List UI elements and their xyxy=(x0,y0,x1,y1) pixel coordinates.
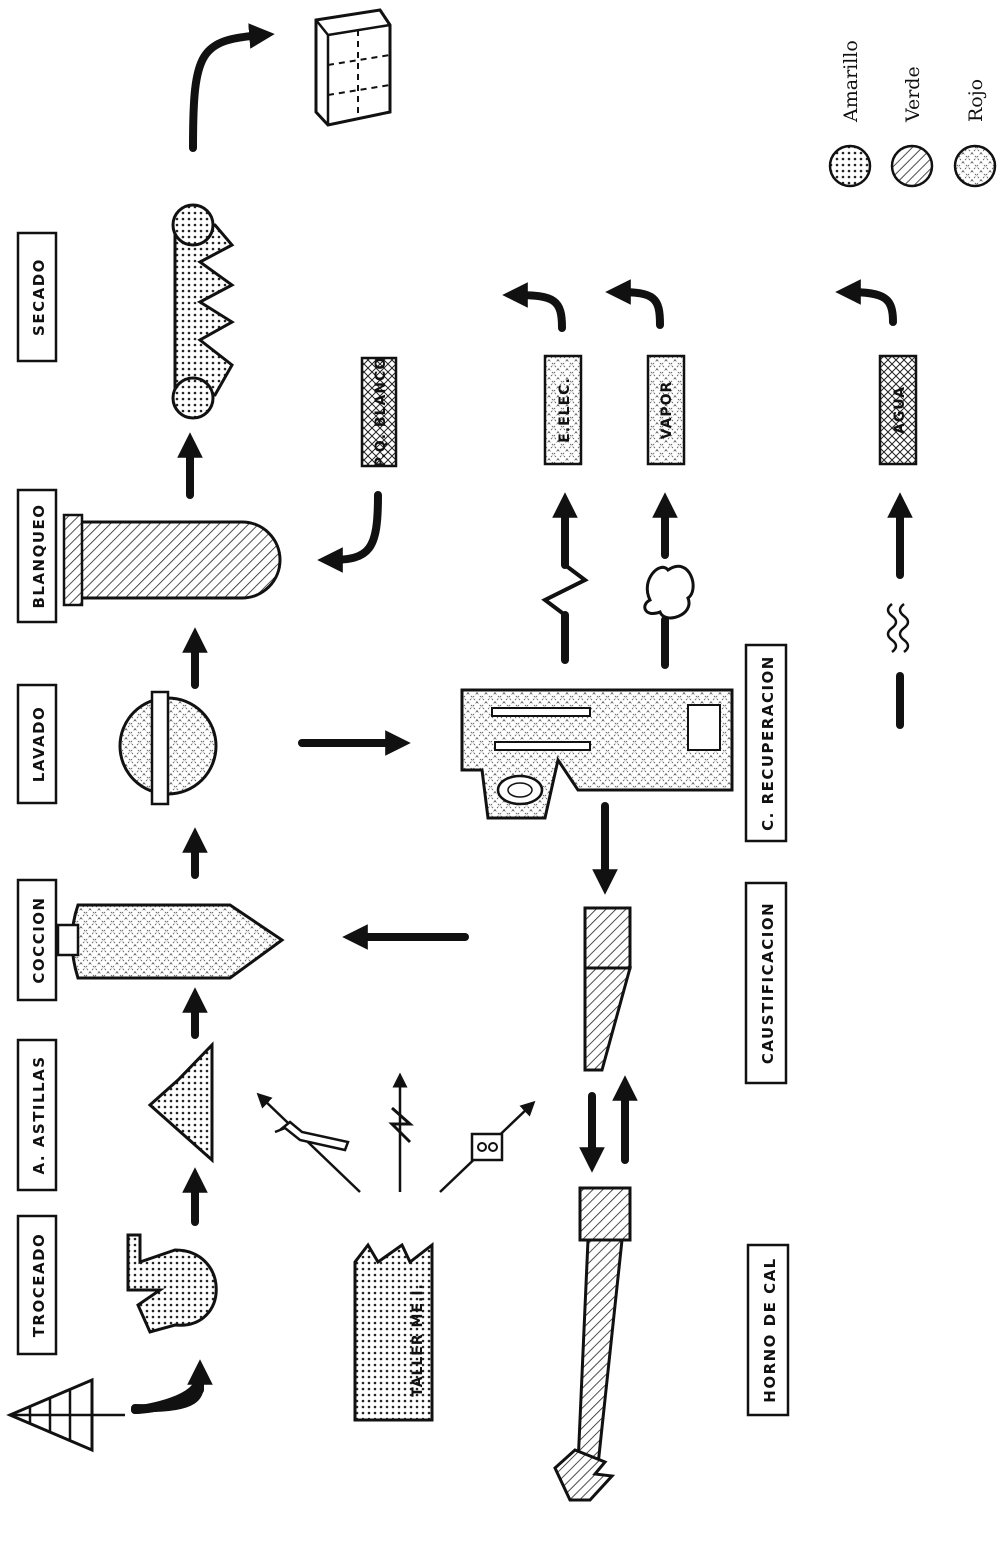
legend: Amarillo Verde Rojo xyxy=(828,40,997,188)
svg-text:C. RECUPERACION: C. RECUPERACION xyxy=(759,655,777,831)
legend-verde: Verde xyxy=(890,66,934,188)
bleach-chemicals-box: P.Q. BLANCO xyxy=(360,356,398,468)
outlet-icon xyxy=(470,1132,504,1162)
arrow-chemicals-to-bleaching xyxy=(317,491,382,573)
arrow-steam-out xyxy=(605,279,664,329)
tree-icon xyxy=(6,1377,125,1453)
bleaching-tower-icon xyxy=(62,513,282,607)
svg-text:Rojo: Rojo xyxy=(965,79,987,122)
digester-icon xyxy=(56,903,285,980)
electricity-output xyxy=(541,492,589,664)
legend-rojo: Rojo xyxy=(953,79,997,188)
steam-output xyxy=(643,492,695,669)
label-secado: SECADO xyxy=(16,231,58,363)
svg-text:Verde: Verde xyxy=(902,66,924,123)
caustification-tank-icon xyxy=(583,906,632,1072)
svg-text:COCCION: COCCION xyxy=(30,896,48,983)
svg-text:A. ASTILLAS: A. ASTILLAS xyxy=(30,1055,48,1174)
legend-amarillo: Amarillo xyxy=(828,40,872,188)
label-astillas: A. ASTILLAS xyxy=(16,1038,58,1192)
washer-icon xyxy=(118,690,218,806)
svg-text:TALLER ME.I.: TALLER ME.I. xyxy=(410,1283,426,1397)
recovery-boiler-icon xyxy=(460,688,734,820)
label-troceado: TROCEADO xyxy=(16,1214,58,1356)
svg-text:AGUA: AGUA xyxy=(892,386,908,434)
label-caustificacion: CAUSTIFICACION xyxy=(744,881,788,1085)
chipper-icon xyxy=(126,1233,218,1334)
wrench-icon xyxy=(274,1120,350,1152)
water-output xyxy=(886,492,913,729)
label-coccion: COCCION xyxy=(16,878,58,1002)
water-box: AGUA xyxy=(878,354,918,466)
main-flow-arrows xyxy=(131,23,469,1413)
svg-text:VAPOR: VAPOR xyxy=(659,381,675,440)
svg-text:TROCEADO: TROCEADO xyxy=(30,1233,48,1338)
arrow-electricity-out xyxy=(502,282,566,332)
label-horno-de-cal: HORNO DE CAL xyxy=(746,1243,790,1417)
lightning-icon xyxy=(388,1106,414,1144)
svg-text:Amarillo: Amarillo xyxy=(840,40,862,123)
svg-text:LAVADO: LAVADO xyxy=(30,706,48,783)
lime-kiln-icon xyxy=(553,1186,632,1502)
chip-pile-icon xyxy=(147,1041,214,1164)
kiln-caustification-arrows xyxy=(579,1075,638,1173)
steam-box: VAPOR xyxy=(646,354,686,466)
electricity-box: E.ELEC. xyxy=(543,354,583,466)
svg-text:CAUSTIFICACION: CAUSTIFICACION xyxy=(759,902,777,1064)
label-lavado: LAVADO xyxy=(16,683,58,805)
svg-text:SECADO: SECADO xyxy=(30,258,48,336)
pulp-bale-icon xyxy=(314,8,392,127)
label-recuperacion: C. RECUPERACION xyxy=(744,643,788,843)
svg-text:P.Q. BLANCO: P.Q. BLANCO xyxy=(373,357,389,467)
svg-text:E.ELEC.: E.ELEC. xyxy=(557,377,573,443)
workshop-icon: TALLER ME.I. xyxy=(353,1241,434,1422)
label-blanqueo: BLANQUEO xyxy=(16,488,58,624)
dryer-icon xyxy=(171,203,235,420)
svg-text:HORNO DE CAL: HORNO DE CAL xyxy=(761,1257,779,1402)
svg-text:BLANQUEO: BLANQUEO xyxy=(30,503,48,608)
arrow-water-out xyxy=(835,279,897,326)
